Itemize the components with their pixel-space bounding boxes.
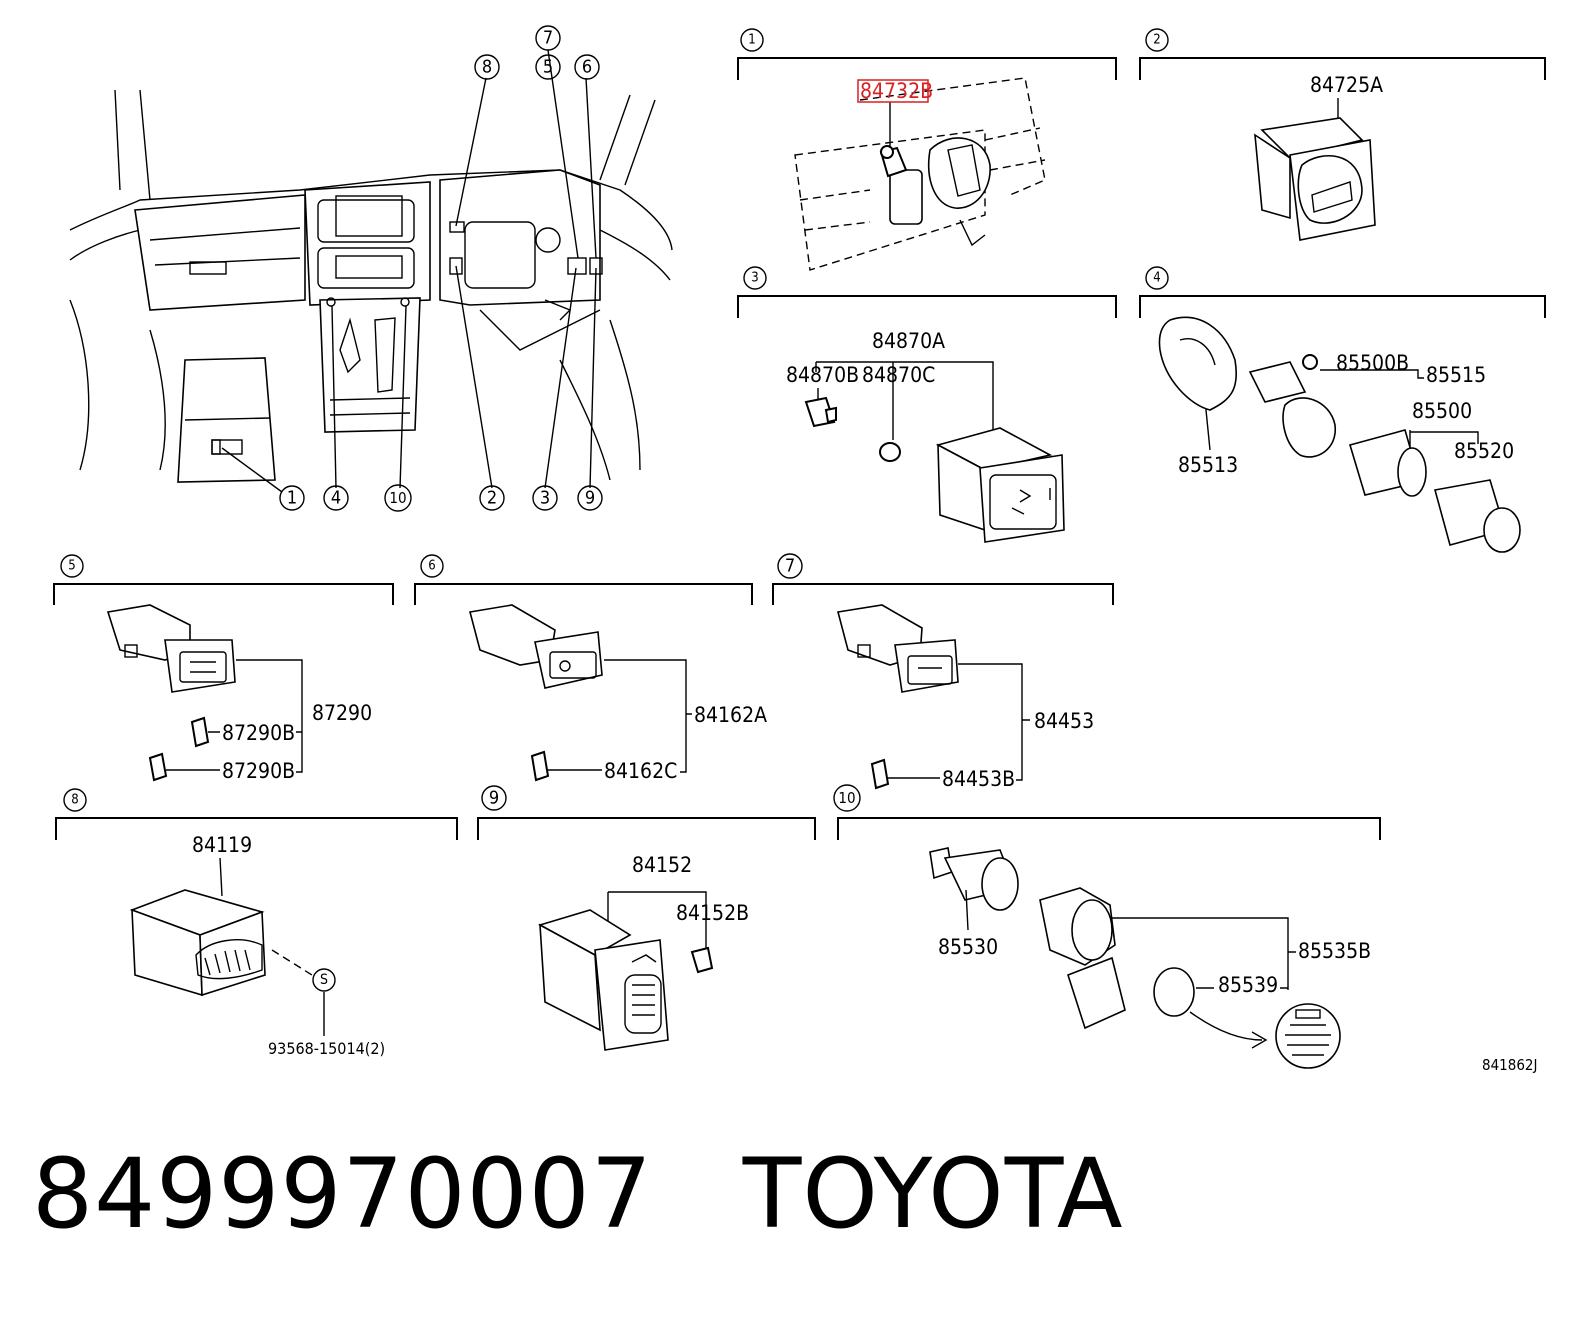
section-4: 4 85500B 85515 85500 85520 85513 [1139,266,1546,553]
part-label[interactable]: 85500B [1336,351,1409,375]
part-label[interactable]: 84152B [676,901,749,925]
part-label[interactable]: 84725A [1310,73,1383,97]
section-3: 3 84870A 84870B 84870C [737,266,1117,543]
part-label[interactable]: 85500 [1412,399,1472,423]
section-5-number: 5 [68,559,75,574]
drawing-id: 841862J [1482,1056,1537,1074]
callout-circle [279,485,305,511]
section-5: 5 87290 87290B 87290B [53,554,394,783]
section-8-number: 8 [71,793,78,808]
callout-5: 5 [543,57,553,78]
overview-callouts: 1 4 10 2 3 9 8 7 5 6 [279,25,603,512]
part-label[interactable]: 84453B [942,767,1015,791]
section-9-number: 9 [489,788,499,809]
section-4-number: 4 [1153,271,1160,286]
screw-callout-circle [312,968,336,992]
callout-4: 4 [331,488,341,509]
callout-6: 6 [582,57,592,78]
section-2: 2 84725A [1139,28,1546,241]
part-number: 8499970007 [32,1138,653,1250]
part-label[interactable]: 84870A [872,329,945,353]
callout-2: 2 [487,488,497,509]
part-label[interactable]: 84119 [192,833,252,857]
brand-name: TOYOTA [742,1138,1124,1250]
section-6-number: 6 [428,559,435,574]
callout-7: 7 [543,28,553,49]
callout-3: 3 [540,488,550,509]
callout-1: 1 [287,488,297,509]
callout-8: 8 [482,57,492,78]
section-7: 7 84453 84453B [772,553,1114,791]
section-8: 8 84119 S 93568-15014(2) [55,788,458,1058]
dashboard-overview-illustration [69,49,673,493]
section-6: 6 84162A 84162C [414,554,767,783]
section-9: 9 84152 84152B [477,785,816,1051]
part-label[interactable]: 85530 [938,935,998,959]
section-7-number: 7 [785,556,795,577]
callout-10: 10 [389,489,406,507]
section-10: 10 85530 85535B 85539 [833,784,1381,1069]
part-label[interactable]: 85520 [1454,439,1514,463]
part-label[interactable]: 93568-15014(2) [268,1039,385,1058]
part-label[interactable]: 84453 [1034,709,1094,733]
part-label[interactable]: 84152 [632,853,692,877]
part-label[interactable]: 85535B [1298,939,1371,963]
section-1: 1 84732B [737,28,1117,271]
highlight-box [857,79,929,103]
section-1-number: 1 [748,33,755,48]
part-label[interactable]: 85515 [1426,363,1486,387]
screw-symbol[interactable]: S [320,972,328,988]
part-label[interactable]: 84162C [604,759,677,783]
part-label[interactable]: 84162A [694,703,767,727]
section-10-number: 10 [838,789,855,807]
section-3-number: 3 [751,271,758,286]
callout-9: 9 [585,488,595,509]
part-label[interactable]: 85513 [1178,453,1238,477]
footer-caption: 8499970007 TOYOTA [32,1138,1124,1250]
part-label[interactable]: 85539 [1218,973,1278,997]
part-label[interactable]: 84732B [860,79,933,103]
part-label[interactable]: 87290 [312,701,372,725]
parts-diagram: 1 4 10 2 3 9 8 7 5 6 1 [53,25,1546,1074]
part-label[interactable]: 84870B [786,363,859,387]
section-2-number: 2 [1153,33,1160,48]
part-label[interactable]: 87290B [222,721,295,745]
part-label[interactable]: 84870C [862,363,935,387]
part-label[interactable]: 87290B [222,759,295,783]
